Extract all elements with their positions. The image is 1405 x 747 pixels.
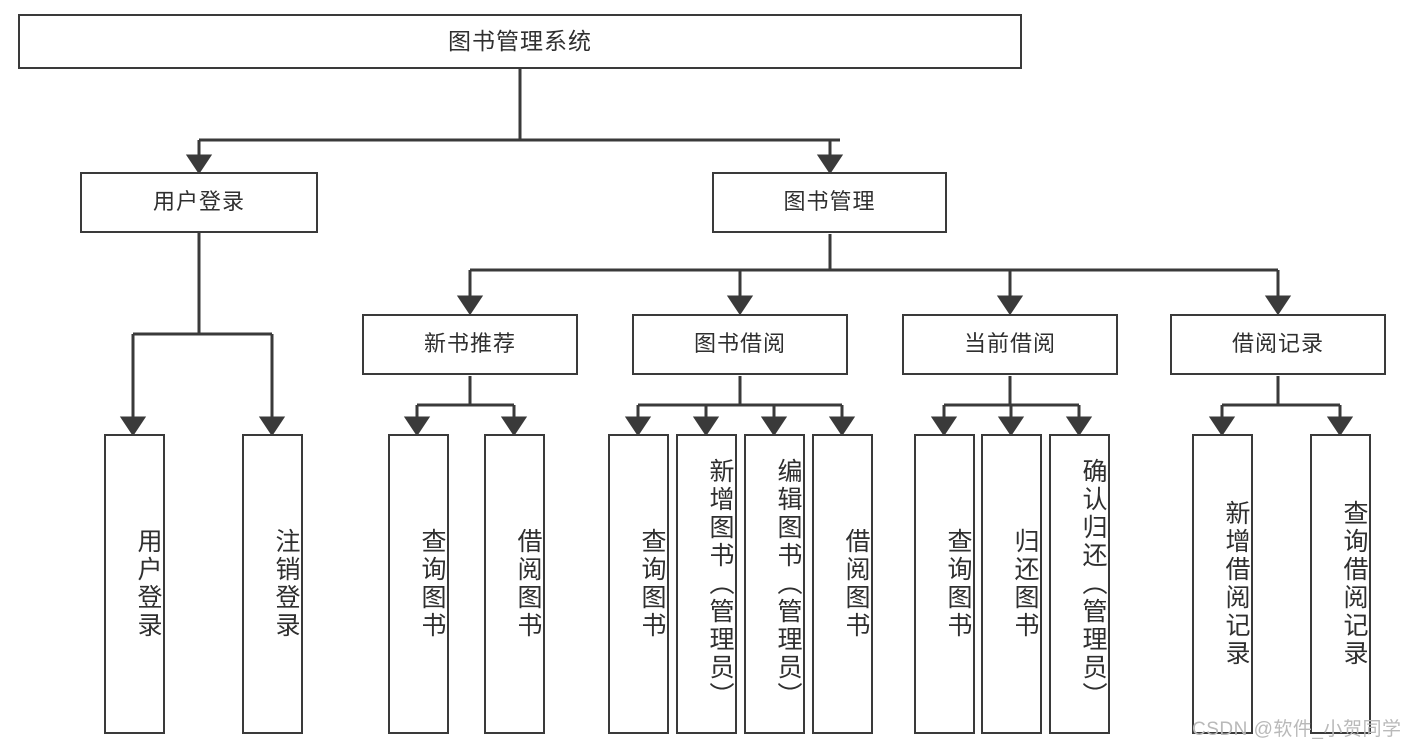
leaf-user-login-login[interactable]: 用户登录 (104, 434, 165, 734)
leaf-borrow-query-book[interactable]: 查询图书 (608, 434, 669, 734)
leaf-new-book-borrow[interactable]: 借阅图书 (484, 434, 545, 734)
node-new-book-recommend[interactable]: 新书推荐 (362, 314, 578, 375)
leaf-label: 用户登录 (134, 528, 162, 640)
node-book-management-label: 图书管理 (783, 189, 876, 215)
leaf-borrow-edit-book[interactable]: 编辑图书（管理员） (744, 434, 805, 734)
leaf-label: 归还图书 (1011, 528, 1039, 640)
leaf-borrow-add-book[interactable]: 新增图书（管理员） (676, 434, 737, 734)
node-user-login-label: 用户登录 (152, 189, 245, 215)
leaf-borrow-borrow-book[interactable]: 借阅图书 (812, 434, 873, 734)
node-book-borrow-label: 图书借阅 (693, 331, 786, 357)
node-current-borrow[interactable]: 当前借阅 (902, 314, 1118, 375)
node-borrow-record-label: 借阅记录 (1231, 331, 1324, 357)
leaf-label: 查询借阅记录 (1340, 500, 1368, 668)
leaf-label: 借阅图书 (514, 528, 542, 640)
node-book-management[interactable]: 图书管理 (712, 172, 947, 233)
leaf-label: 新增借阅记录 (1222, 500, 1250, 668)
csdn-watermark: CSDN @软件_小贺同学 (1192, 719, 1402, 740)
leaf-label: 注销登录 (272, 528, 300, 640)
leaf-label: 查询图书 (638, 528, 666, 640)
node-user-login[interactable]: 用户登录 (80, 172, 318, 233)
node-borrow-record[interactable]: 借阅记录 (1170, 314, 1386, 375)
leaf-user-login-logout[interactable]: 注销登录 (242, 434, 303, 734)
leaf-current-return-book[interactable]: 归还图书 (981, 434, 1042, 734)
leaf-label: 借阅图书 (842, 528, 870, 640)
leaf-record-query[interactable]: 查询借阅记录 (1310, 434, 1371, 734)
node-root-label: 图书管理系统 (448, 28, 592, 55)
leaf-new-book-query[interactable]: 查询图书 (388, 434, 449, 734)
leaf-label: 编辑图书（管理员） (774, 458, 802, 710)
node-current-borrow-label: 当前借阅 (963, 331, 1056, 357)
node-book-borrow[interactable]: 图书借阅 (632, 314, 848, 375)
leaf-label: 查询图书 (418, 528, 446, 640)
leaf-label: 新增图书（管理员） (706, 458, 734, 710)
node-root[interactable]: 图书管理系统 (18, 14, 1022, 69)
leaf-label: 确认归还（管理员） (1079, 458, 1107, 710)
leaf-current-query-book[interactable]: 查询图书 (914, 434, 975, 734)
node-new-book-recommend-label: 新书推荐 (423, 331, 516, 357)
leaf-label: 查询图书 (944, 528, 972, 640)
leaf-record-add[interactable]: 新增借阅记录 (1192, 434, 1253, 734)
leaf-current-confirm-return[interactable]: 确认归还（管理员） (1049, 434, 1110, 734)
